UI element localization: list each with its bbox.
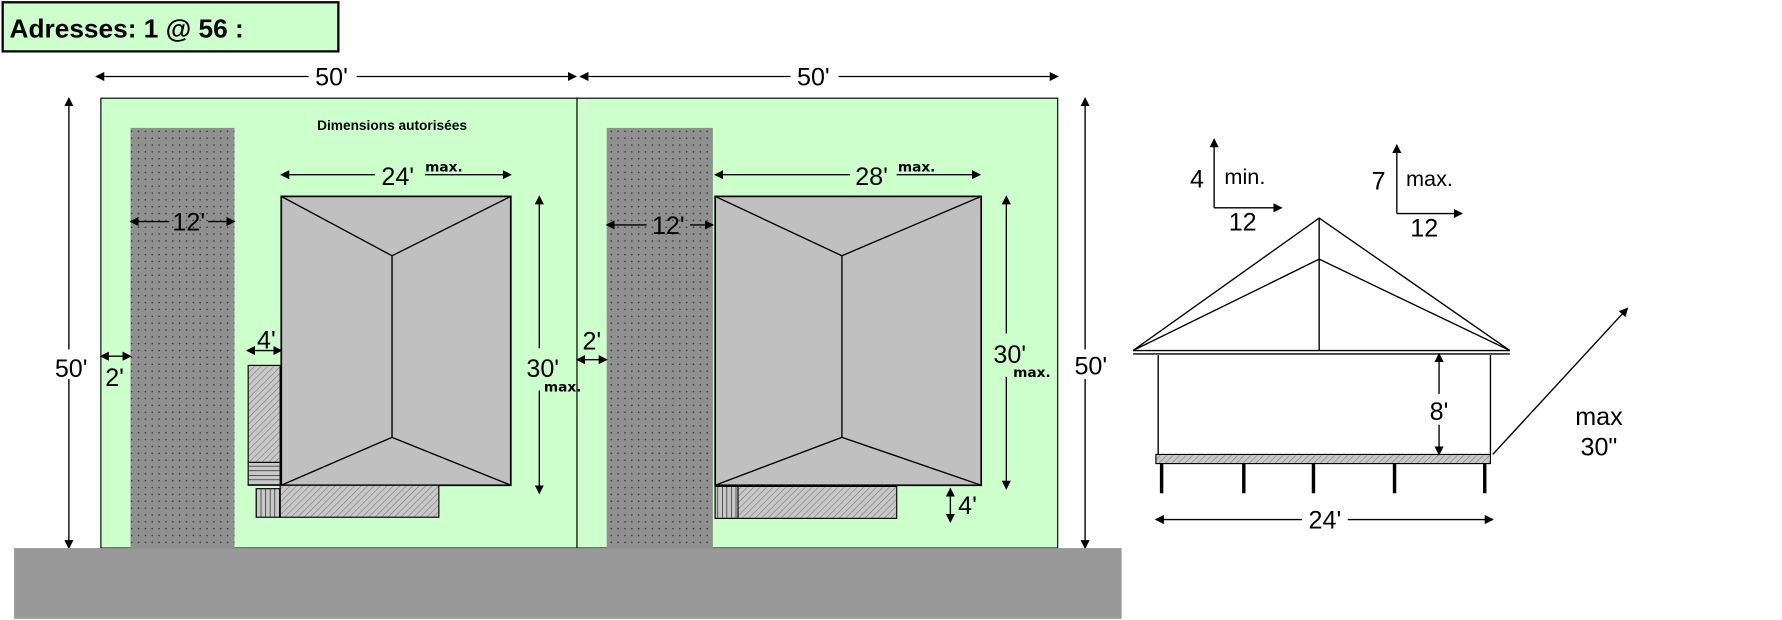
house-1-width-note: max. bbox=[425, 159, 463, 175]
slope-max-rise: 7 bbox=[1372, 168, 1386, 196]
slope-min-rise: 4 bbox=[1190, 165, 1204, 193]
house-2-patio-depth: 4' bbox=[958, 492, 977, 520]
rear-patio-2 bbox=[714, 485, 898, 519]
dimensions-heading: Dimensions autorisées bbox=[317, 118, 467, 133]
foundation-note: max bbox=[1575, 403, 1623, 431]
slope-min-note: min. bbox=[1224, 164, 1265, 189]
elevation-width: 24' bbox=[1309, 507, 1342, 535]
driveway-2 bbox=[606, 127, 713, 549]
house-2-width: 28' bbox=[855, 163, 888, 191]
wall-height: 8' bbox=[1430, 398, 1449, 426]
foundation-callout-arrow bbox=[1492, 307, 1629, 455]
house-elevation bbox=[1132, 217, 1511, 494]
floor-deck bbox=[1155, 453, 1492, 465]
lot-2-depth: 50' bbox=[1074, 353, 1107, 381]
slope-max-note: max. bbox=[1406, 166, 1453, 191]
side-stairs-1 bbox=[247, 461, 281, 486]
driveway-2-width: 12' bbox=[652, 212, 685, 240]
lot-1-side-margin: 2' bbox=[105, 364, 124, 392]
house-2-roof-plan bbox=[714, 195, 983, 487]
slope-max-run: 12 bbox=[1410, 214, 1438, 242]
address-title: Adresses: 1 @ 56 : bbox=[10, 14, 244, 44]
driveway-1-width: 12' bbox=[172, 209, 205, 237]
rear-stairs-2 bbox=[714, 485, 739, 519]
house-1-depth-note: max. bbox=[544, 380, 582, 396]
driveway-1 bbox=[130, 127, 235, 549]
address-title-box: Adresses: 1 @ 56 : bbox=[1, 1, 340, 53]
lot-1-depth: 50' bbox=[55, 355, 88, 383]
lot-1-width: 50' bbox=[315, 64, 348, 92]
house-1-width: 24' bbox=[381, 163, 414, 191]
house-2-width-note: max. bbox=[898, 159, 936, 175]
lot-2-width: 50' bbox=[797, 64, 830, 92]
lot-2-side-margin: 2' bbox=[582, 327, 601, 355]
street bbox=[14, 548, 1122, 619]
slope-min-run: 12 bbox=[1229, 209, 1257, 237]
house-1-depth: 30' bbox=[526, 355, 559, 383]
house-1-patio-width: 4' bbox=[257, 326, 276, 354]
foundation-posts bbox=[1159, 463, 1487, 494]
house-1-roof-plan bbox=[280, 195, 512, 487]
foundation-height: 30" bbox=[1580, 434, 1617, 462]
house-2-depth-note: max. bbox=[1013, 365, 1051, 381]
house-2-depth: 30' bbox=[993, 341, 1026, 369]
rear-stairs-1 bbox=[255, 488, 281, 518]
side-patio-1 bbox=[247, 364, 281, 464]
rear-patio-1 bbox=[279, 484, 440, 518]
